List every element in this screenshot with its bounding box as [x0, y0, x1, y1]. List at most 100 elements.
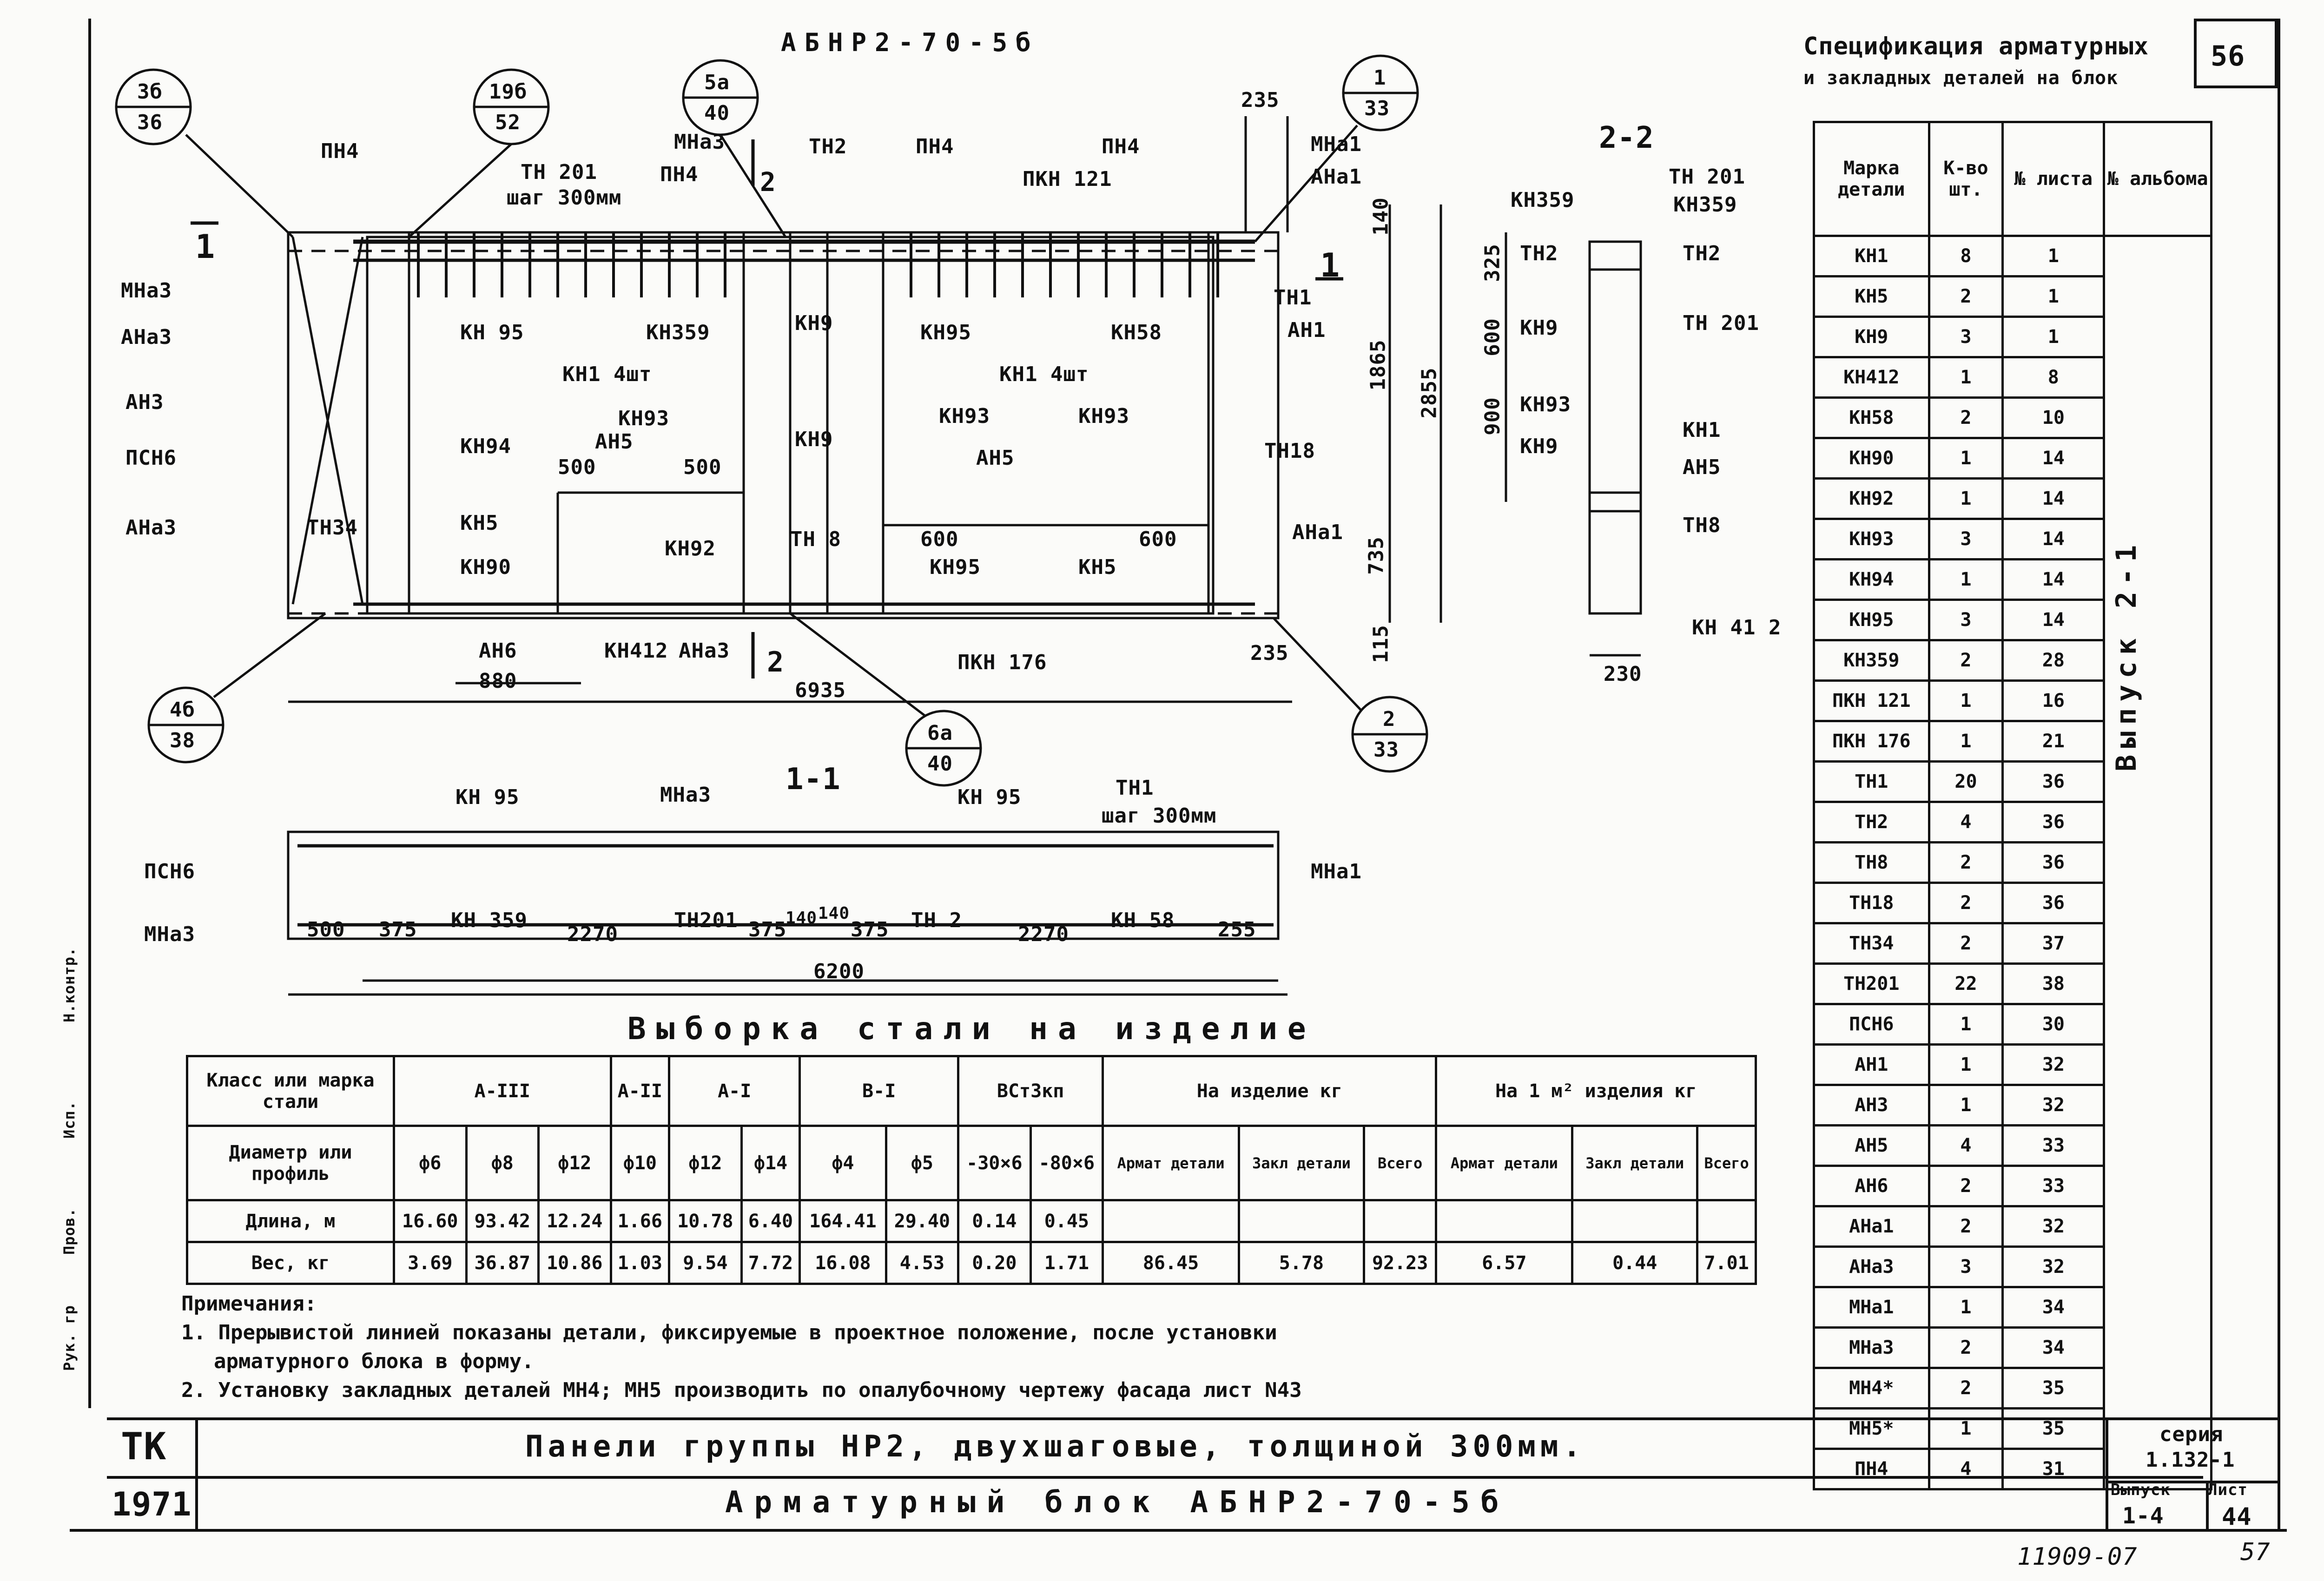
spec-mark: ТН201	[1813, 962, 1930, 1005]
spec-sheet: 14	[2001, 437, 2106, 480]
spec-qty: 20	[1928, 760, 2004, 803]
cell-wt: 86.45	[1102, 1241, 1240, 1285]
frame-left	[88, 19, 91, 1408]
label-an1: АН1	[1287, 318, 1326, 342]
label-th8: ТН 8	[790, 527, 841, 551]
spec-mark: КН412	[1813, 356, 1930, 399]
dim-880: 880	[479, 669, 517, 693]
cell-diam: ф5	[885, 1125, 960, 1201]
callout-bottom: 52	[495, 111, 521, 134]
label-kn359: КН 359	[451, 909, 528, 932]
cell-diam-header: Диаметр или профиль	[186, 1125, 395, 1201]
spec-sheet: 28	[2001, 639, 2106, 682]
note-1: 1. Прерывистой линией показаны детали, ф…	[181, 1321, 1277, 1344]
label-psn6: ПСН6	[125, 446, 177, 470]
label-pkn121: ПКН 121	[1023, 167, 1112, 191]
spec-sheet: 32	[2001, 1205, 2106, 1248]
label-kn359: КН359	[1511, 188, 1575, 212]
section-1-1-label: 1-1	[786, 762, 841, 797]
spec-title: и закладных деталей на блок	[1803, 67, 2119, 89]
cell-len: 0.45	[1029, 1199, 1104, 1243]
cell-m2-header: На 1 м² изделия кг	[1435, 1055, 1757, 1127]
spec-sheet: 21	[2001, 720, 2106, 763]
spec-qty: 2	[1928, 275, 2004, 318]
callout-bottom: 40	[927, 752, 953, 776]
cell-wt: 4.53	[885, 1241, 960, 1285]
spec-sheet: 16	[2001, 679, 2106, 722]
dim-900: 900	[1480, 397, 1505, 435]
callout-top: 3б	[137, 80, 163, 104]
spec-mark: ТН18	[1813, 882, 1930, 924]
label-mna1: МНа1	[1311, 132, 1362, 156]
spec-mark: АН3	[1813, 1084, 1930, 1126]
album-note: Выпуск 2-1	[2110, 538, 2143, 771]
label-th2: ТН2	[1520, 242, 1558, 265]
spec-mark: АН6	[1813, 1165, 1930, 1207]
spec-qty: 2	[1928, 1326, 2004, 1369]
dim-500: 500	[307, 918, 345, 942]
dim-600: 600	[1139, 527, 1177, 551]
label-kn5: КН5	[460, 511, 499, 535]
spec-sheet: 1	[2001, 235, 2106, 277]
cell-len: 12.24	[537, 1199, 612, 1243]
frame-right	[2278, 19, 2280, 1531]
callout-top: 19б	[489, 80, 528, 104]
issue-label: Выпуск	[2111, 1481, 2171, 1499]
spec-header: Марка детали	[1813, 121, 1930, 237]
dim-600: 600	[920, 527, 959, 551]
sheet-corner-number: 56	[2211, 40, 2245, 72]
callout-bottom: 33	[1364, 97, 1390, 120]
cell-len: 16.60	[393, 1199, 468, 1243]
spec-sheet: 30	[2001, 1003, 2106, 1046]
label-kn93: КН93	[1520, 393, 1571, 416]
frame-bottom	[70, 1529, 2287, 1532]
dim-2270: 2270	[1018, 922, 1069, 946]
spec-mark: АНа1	[1813, 1205, 1930, 1248]
cell-sub: Всего	[1362, 1125, 1438, 1201]
cell-a3: А-III	[393, 1055, 612, 1127]
dim-6935: 6935	[795, 679, 846, 702]
cell-wt: 0.44	[1571, 1241, 1699, 1285]
spec-mark: ПКН 176	[1813, 720, 1930, 763]
cell-len: 164.41	[799, 1199, 887, 1243]
label-kn9: КН9	[1520, 435, 1558, 458]
steel-title: Выборка стали на изделие	[627, 1011, 1316, 1047]
spec-sheet: 8	[2001, 356, 2106, 399]
spec-sheet: 10	[2001, 396, 2106, 439]
cell-a2: А-II	[609, 1055, 671, 1127]
dim-2855: 2855	[1417, 367, 1441, 419]
dim-500: 500	[558, 455, 596, 479]
spec-mark: АН5	[1813, 1124, 1930, 1167]
cut-mark: 2	[760, 167, 776, 198]
callout-bottom: 40	[704, 101, 730, 125]
spec-mark: АН1	[1813, 1043, 1930, 1086]
label-th201: ТН 201	[521, 160, 597, 184]
dim-230: 230	[1604, 662, 1642, 686]
spec-sheet: 32	[2001, 1084, 2106, 1126]
label-kn412: КН 41 2	[1692, 616, 1782, 639]
cell-len: 93.42	[465, 1199, 540, 1243]
spec-sheet: 36	[2001, 760, 2106, 803]
dim-375: 375	[748, 918, 787, 942]
spec-sheet: 37	[2001, 922, 2106, 965]
spec-sheet: 36	[2001, 801, 2106, 843]
cell-wt: 9.54	[668, 1241, 743, 1285]
spec-sheet: 36	[2001, 882, 2106, 924]
spec-qty: 1	[1928, 1084, 2004, 1126]
sheet-value: 44	[2222, 1503, 2252, 1531]
spec-qty: 2	[1928, 1165, 2004, 1207]
label-th201: ТН201	[674, 909, 738, 932]
cut-mark: 1	[1320, 246, 1340, 284]
